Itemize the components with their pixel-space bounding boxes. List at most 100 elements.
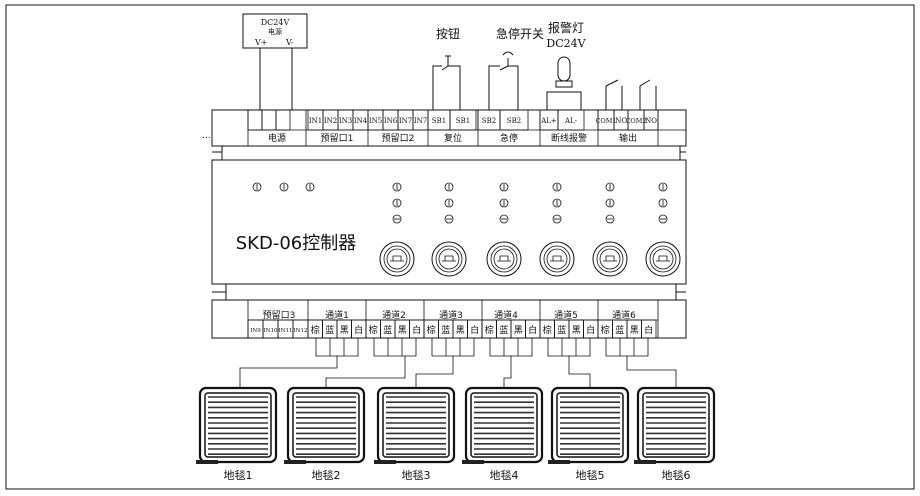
top-group-label: 复位	[444, 132, 462, 144]
top-terminal-label: IN3	[339, 117, 352, 125]
bottom-header-label: 通道2	[382, 309, 406, 321]
top-group-label: 预留口1	[321, 132, 354, 144]
channel-terminal-label: 白	[470, 324, 479, 336]
floor-mat-inner	[204, 392, 272, 458]
power-led	[305, 182, 315, 192]
channel-cable-bundle	[489, 338, 533, 357]
floor-mat-tab	[462, 460, 484, 464]
floor-mat-label: 地毯3	[402, 468, 431, 482]
channel-terminal-label: 白	[644, 324, 653, 336]
connector-key	[442, 255, 456, 262]
channel-led	[444, 214, 454, 224]
power-supply-label2: 电源	[268, 27, 282, 36]
channel-terminal-label: 棕	[543, 324, 552, 336]
floor-mat-frame	[636, 386, 716, 464]
connector-key	[656, 255, 670, 262]
floor-mat-label: 地毯2	[312, 468, 341, 482]
alarm-lamp-label: 报警灯	[548, 20, 584, 35]
floor-mat-frame	[464, 386, 544, 464]
top-terminal-label: AL+	[540, 117, 557, 125]
channel-terminal-label: 棕	[601, 324, 610, 336]
channel-terminal-label: 白	[412, 324, 421, 336]
channel-terminal-label: 黑	[572, 325, 581, 336]
outer-frame	[5, 4, 915, 490]
channel-terminal-label: 黑	[514, 325, 523, 336]
channel-led	[605, 214, 615, 224]
connector-outer-ring	[592, 241, 628, 277]
mat-cable	[626, 356, 677, 388]
top-terminal-cell	[247, 109, 263, 131]
channel-terminal-label: 黑	[456, 325, 465, 336]
mat-cable	[503, 356, 512, 388]
connector-core	[652, 248, 674, 270]
top-terminal-label: SB1	[432, 117, 446, 125]
channel-terminal-label: 蓝	[499, 324, 508, 336]
channel-led	[444, 198, 454, 208]
power-plus-label: V+	[254, 38, 267, 47]
floor-mat-label: 地毯6	[662, 468, 691, 482]
estop-label: 急停开关	[496, 26, 544, 41]
channel-terminal-label: 黑	[398, 325, 407, 336]
channel-led	[444, 182, 454, 192]
top-terminal-label: COM1	[595, 117, 616, 125]
mat-cable	[568, 356, 591, 388]
top-terminal-label: IN6	[384, 117, 398, 125]
channel-terminal-label: 棕	[485, 324, 494, 336]
channel-led	[552, 182, 562, 192]
channel-terminal-label: 蓝	[441, 324, 450, 336]
channel-led	[499, 182, 509, 192]
connector-core	[386, 248, 408, 270]
ellipsis: ...	[202, 131, 211, 141]
connector-inner-ring	[543, 245, 571, 273]
cable-lines	[239, 338, 677, 388]
channel-terminal-label: 黑	[630, 325, 639, 336]
reserve3-terminal-label: IN11	[279, 328, 293, 334]
button-label: 按钮	[436, 26, 460, 41]
connector-outer-ring	[379, 241, 415, 277]
top-terminal-label: SB1	[456, 117, 470, 125]
top-group-label: 急停	[500, 132, 518, 144]
top-terminal-label: NC	[615, 117, 626, 125]
channel-led	[658, 182, 668, 192]
channel-terminal-label: 白	[354, 324, 363, 336]
top-group-label: 断线报警	[551, 132, 587, 144]
floor-mat-tab	[284, 460, 306, 464]
top-terminal-label: IN1	[309, 117, 322, 125]
connector-key	[497, 255, 511, 262]
floor-mat-inner	[642, 392, 710, 458]
top-terminal-cell	[261, 109, 277, 131]
channel-terminal-label: 蓝	[615, 324, 624, 336]
power-supply-box	[242, 13, 308, 49]
top-terminal-label: IN7	[414, 117, 427, 125]
connector-key	[550, 255, 564, 262]
channel-terminal-label: 棕	[427, 324, 436, 336]
connector-inner-ring	[649, 245, 677, 273]
floor-mat-label: 地毯4	[490, 468, 519, 482]
channel-terminal-label: 蓝	[325, 324, 334, 336]
channel-led	[499, 214, 509, 224]
floor-mat-frame	[286, 386, 366, 464]
controller-body	[211, 109, 687, 339]
connector-inner-ring	[490, 245, 518, 273]
status-leds	[252, 182, 668, 224]
top-terminal-label: IN4	[354, 117, 368, 125]
floor-mat-frame	[376, 386, 456, 464]
push-button-symbol	[432, 55, 461, 110]
connector-inner-ring	[596, 245, 624, 273]
channel-terminal-label: 棕	[369, 324, 378, 336]
connector-core	[546, 248, 568, 270]
channel-cable-bundle	[315, 338, 359, 357]
bottom-header-label: 通道3	[439, 309, 463, 321]
bottom-header-label: 通道6	[612, 309, 636, 321]
top-group-label: 预留口2	[382, 132, 415, 144]
channel-led	[605, 198, 615, 208]
channel-cable-bundle	[431, 338, 475, 357]
top-terminal-label: SB2	[507, 117, 521, 125]
channel-terminal-label: 白	[586, 324, 595, 336]
reserve3-terminal-label: IN12	[294, 328, 308, 334]
